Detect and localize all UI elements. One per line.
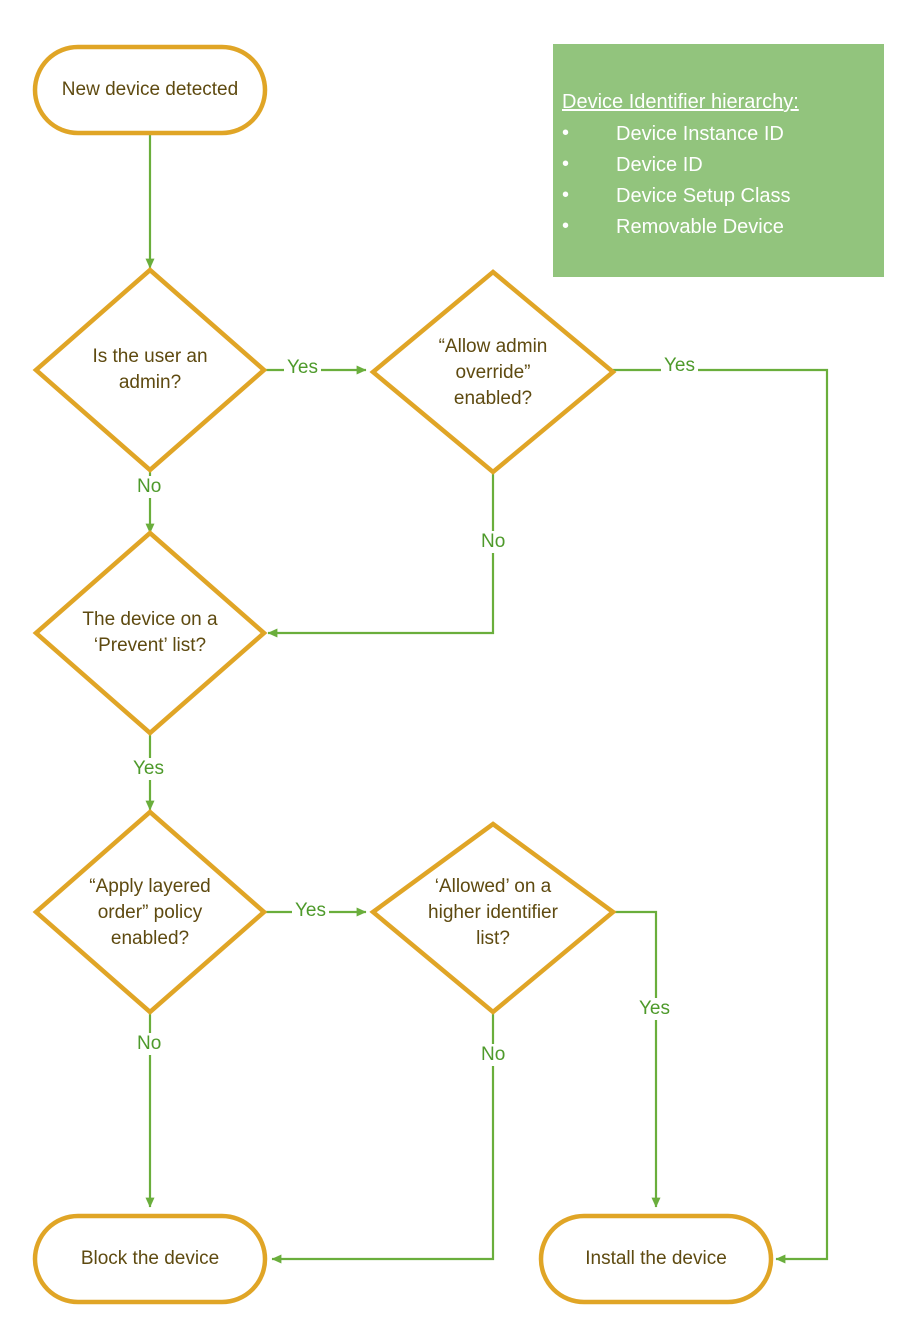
edge-admin-override-no: [267, 474, 495, 638]
legend-item: Removable Device: [553, 211, 884, 243]
legend-item: Device Setup Class: [553, 180, 884, 212]
node-shape-prevent-list: [32, 530, 268, 736]
edge-label-admin-override-no: No: [478, 531, 509, 553]
node-shape-group: [32, 44, 774, 1305]
node-shape-admin-override: [369, 269, 617, 475]
node-shape-block-device: [32, 1213, 268, 1305]
edge-allowed-higher-yes: [613, 910, 661, 1208]
edge-admin-override-yes: [613, 368, 829, 1264]
legend-item: Device ID: [553, 149, 884, 181]
legend-panel: Device Identifier hierarchy: Device Inst…: [553, 44, 884, 277]
edge-label-allowed-higher-yes: Yes: [636, 998, 673, 1020]
edge-label-is-admin-yes: Yes: [284, 357, 321, 379]
edge-label-prevent-list-yes: Yes: [130, 758, 167, 780]
node-shape-start: [32, 44, 268, 136]
node-shape-layered-order: [32, 809, 268, 1015]
edge-group: [145, 135, 829, 1264]
edge-label-admin-override-yes: Yes: [661, 355, 698, 377]
node-shape-is-admin: [32, 267, 268, 473]
node-shape-allowed-higher: [369, 821, 617, 1015]
legend-list: Device Instance ID Device ID Device Setu…: [553, 118, 884, 243]
edge-label-layered-order-no: No: [134, 1033, 165, 1055]
edge-label-allowed-higher-no: No: [478, 1044, 509, 1066]
legend-title: Device Identifier hierarchy:: [562, 91, 799, 113]
node-shape-install-device: [538, 1213, 774, 1305]
legend-item: Device Instance ID: [553, 118, 884, 150]
edge-allowed-higher-no: [271, 1014, 495, 1264]
edge-label-is-admin-no: No: [134, 476, 165, 498]
edge-label-layered-order-yes: Yes: [292, 900, 329, 922]
